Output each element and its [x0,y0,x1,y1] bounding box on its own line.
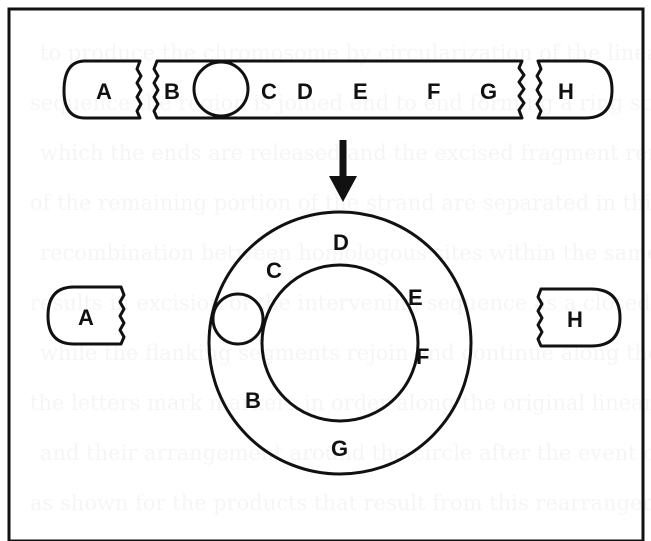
outer-ring-circle [207,210,473,476]
top-small-circle [192,60,250,118]
top-strip: A B C D E F G H [62,59,614,120]
ring-label-c: C [266,258,282,283]
top-middle-segment [152,59,526,120]
top-label-c: C [261,79,277,104]
frame-border [7,7,645,541]
top-label-b: B [164,79,180,104]
bottom-label-h: H [567,307,583,332]
top-label-d: D [297,79,313,104]
top-label-g: G [480,79,497,104]
ring-label-e: E [408,285,423,310]
bottom-right-end-cap: H [536,287,622,348]
top-label-h: H [558,79,574,104]
top-label-f: F [427,79,440,104]
inner-ring-circle [260,263,420,423]
svg-text:the letters mark markers in or: the letters mark markers in order along … [30,391,651,415]
ring-label-g: G [331,436,348,461]
bottom-ring: D C E F B G [207,210,473,476]
top-right-end-cap [535,59,614,120]
svg-text:as shown for the products that: as shown for the products that result fr… [30,491,651,515]
ring-label-d: D [333,230,349,255]
bottom-label-a: A [78,305,94,330]
top-label-e: E [353,79,368,104]
ring-small-circle [211,292,265,346]
down-arrow-icon [329,140,357,202]
bottom-left-end-cap: A [46,285,126,346]
top-left-end-cap [62,59,143,120]
ring-label-b: B [245,388,261,413]
top-label-a: A [96,79,112,104]
ring-label-f: F [416,344,429,369]
